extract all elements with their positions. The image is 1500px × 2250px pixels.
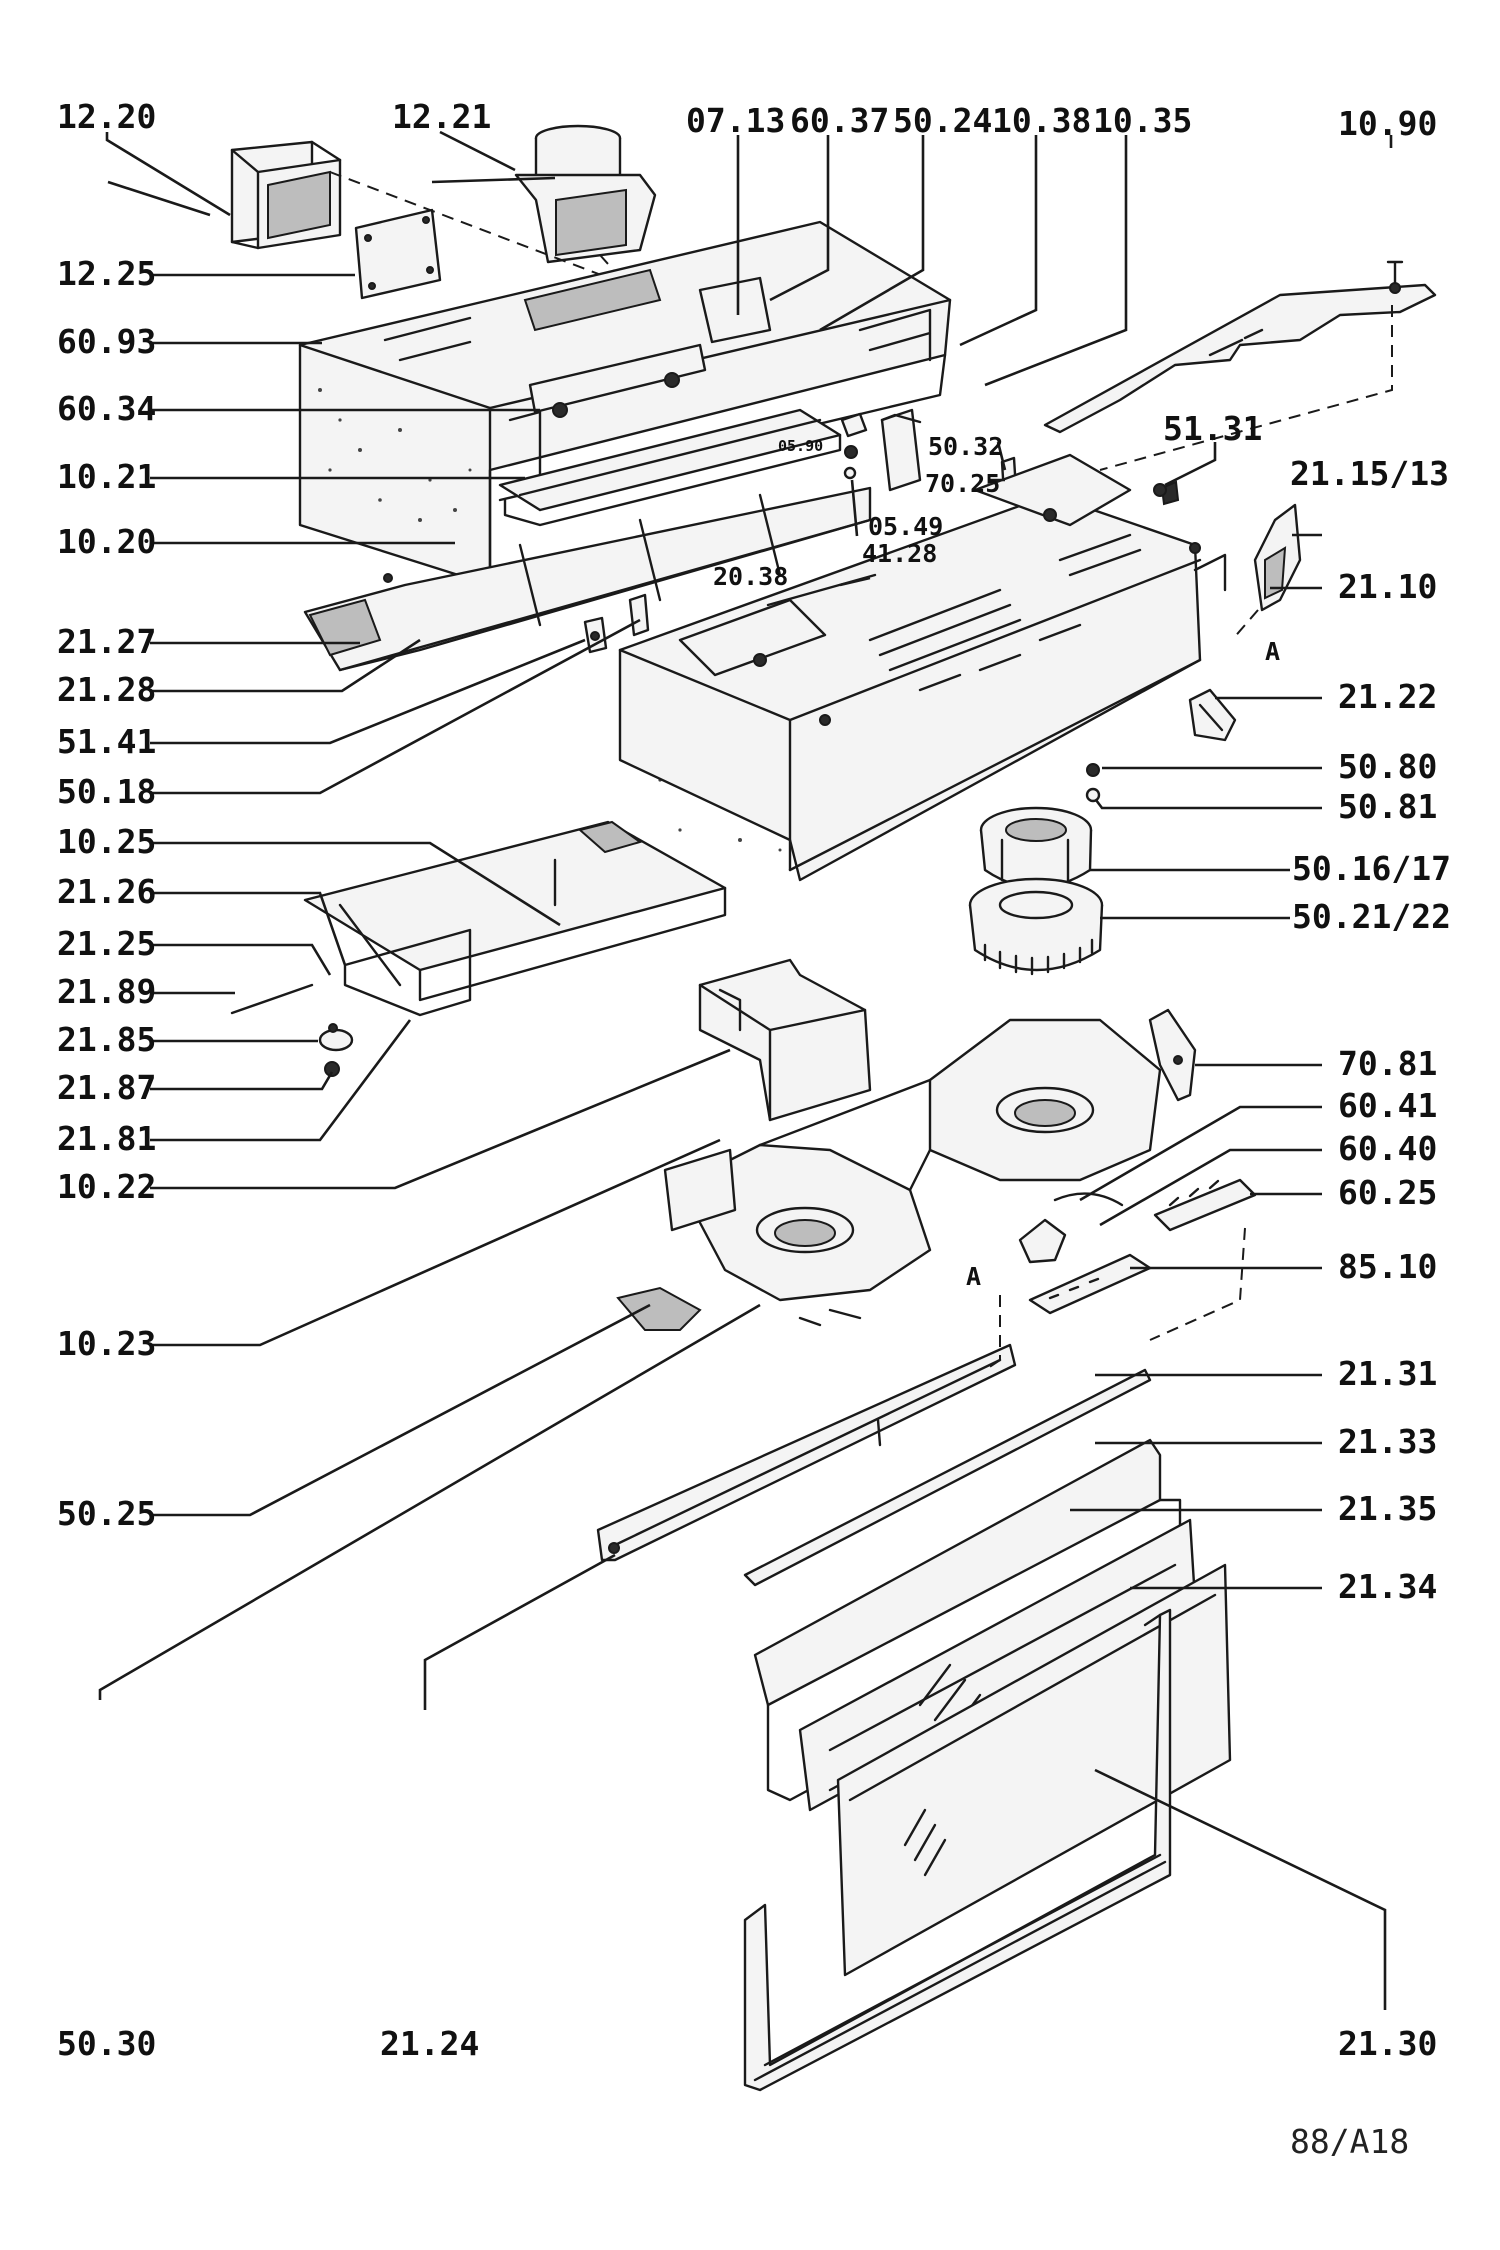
callout-60-25: 60.25: [1338, 1173, 1437, 1212]
bottom-frame-drawing: [743, 1608, 1172, 2092]
filter-frame-drawing: [498, 408, 842, 527]
callout-50-24: 50.24: [893, 101, 992, 140]
nut-drawing: [1153, 483, 1167, 497]
callout-60-34: 60.34: [57, 389, 156, 428]
callout-07-13: 07.13: [686, 101, 785, 140]
callout-10-38: 10.38: [992, 101, 1091, 140]
filter-cover-drawing: [303, 820, 727, 1017]
part-drawings: [230, 124, 1437, 2092]
callout-21-33: 21.33: [1338, 1422, 1437, 1461]
callout-60-37: 60.37: [790, 101, 889, 140]
callout-12-21: 12.21: [392, 97, 491, 136]
duct-adapter-top-drawing: [514, 124, 657, 264]
callout-21-89: 21.89: [57, 972, 156, 1011]
callout-21-27: 21.27: [57, 622, 156, 661]
callout-21-31: 21.31: [1338, 1354, 1437, 1393]
callout-51-31: 51.31: [1163, 409, 1262, 448]
glass-frames-drawing: [743, 1368, 1232, 1977]
callout-50-25: 50.25: [57, 1494, 156, 1533]
callout-21-85: 21.85: [57, 1020, 156, 1059]
switches-drawing: [583, 593, 650, 654]
guide-dash-a: [984, 1295, 1001, 1371]
upper-housing-drawing: [298, 220, 952, 587]
callout-21-87: 21.87: [57, 1068, 156, 1107]
callout-10-22: 10.22: [57, 1167, 156, 1206]
callout-50-81: 50.81: [1338, 787, 1437, 826]
callout-60-41: 60.41: [1338, 1086, 1437, 1125]
callout-60-93: 60.93: [57, 322, 156, 361]
callout-05-90: 05.90: [778, 437, 823, 455]
callout-12-20: 12.20: [57, 97, 156, 136]
callout-60-40: 60.40: [1338, 1129, 1437, 1168]
callout-labels: 12.20 12.21 07.13 60.37 50.24 10.38 10.3…: [57, 97, 1451, 2161]
callout-21-30: 21.30: [1338, 2024, 1437, 2063]
callout-50-30: 50.30: [57, 2024, 156, 2063]
callout-10-90: 10.90: [1338, 104, 1437, 143]
air-duct-drawing: [698, 958, 872, 1122]
callout-10-21: 10.21: [57, 457, 156, 496]
front-rail-drawing: [596, 1343, 1017, 1562]
grease-filter-tray-drawing: [303, 486, 872, 672]
fan-housing-drawing: [663, 1018, 1162, 1327]
side-bracket-drawing: [1253, 503, 1302, 612]
fan-wheel-drawing: [968, 877, 1104, 976]
leader-lines: [98, 130, 1393, 2010]
callout-21-22: 21.22: [1338, 677, 1437, 716]
callout-50-80: 50.80: [1338, 747, 1437, 786]
main-casing-drawing: [618, 453, 1227, 882]
motor-drawing: [979, 806, 1093, 889]
callout-50-18: 50.18: [57, 772, 156, 811]
control-parts-drawing: [1018, 1178, 1257, 1264]
callout-50-21-22: 50.21/22: [1292, 897, 1451, 936]
guide-dash-bracket: [1231, 609, 1259, 641]
callout-51-41: 51.41: [57, 722, 156, 761]
capacitor-drawing: [880, 408, 922, 492]
callout-85-10: 85.10: [1338, 1247, 1437, 1286]
callout-10-20: 10.20: [57, 522, 156, 561]
callout-21-26: 21.26: [57, 872, 156, 911]
callout-21-15-13: 21.15/13: [1290, 454, 1449, 493]
callout-20-38: 20.38: [713, 562, 788, 591]
duct-collar-left-drawing: [230, 140, 342, 250]
guide-dash-control: [1149, 1227, 1246, 1341]
section-marker-a-lower: A: [966, 1262, 981, 1291]
grille-drawing: [616, 1286, 702, 1331]
control-panel-drawing: [1028, 1253, 1152, 1315]
callout-10-23: 10.23: [57, 1324, 156, 1363]
mounting-rail-drawing: [1043, 260, 1437, 434]
clip-drawing: [1188, 688, 1237, 742]
washer-drawing-2: [1085, 787, 1101, 803]
callout-21-81: 21.81: [57, 1119, 156, 1158]
cover-plate-drawing: [354, 208, 442, 300]
callout-21-34: 21.34: [1338, 1567, 1437, 1606]
callout-21-24: 21.24: [380, 2024, 479, 2063]
callout-70-81: 70.81: [1338, 1044, 1437, 1083]
callout-70-25: 70.25: [925, 469, 1000, 498]
guide-dash-duct: [329, 171, 681, 306]
callout-21-28: 21.28: [57, 670, 156, 709]
washer-drawing-1: [1086, 763, 1100, 777]
callout-10-25: 10.25: [57, 822, 156, 861]
filter-latch-drawing: [230, 983, 354, 1077]
callout-21-35: 21.35: [1338, 1489, 1437, 1528]
callout-05-49: 05.49: [868, 512, 943, 541]
callout-12-25: 12.25: [57, 254, 156, 293]
document-code: 88/A18: [1290, 2122, 1409, 2161]
callout-10-35: 10.35: [1093, 101, 1192, 140]
section-marker-a-upper: A: [1265, 637, 1280, 666]
callout-21-25: 21.25: [57, 924, 156, 963]
callout-50-16-17: 50.16/17: [1292, 849, 1451, 888]
guide-dash-rail: [1099, 305, 1393, 471]
callout-50-32: 50.32: [928, 432, 1003, 461]
micro-switch-drawing: [1148, 1008, 1197, 1102]
callout-21-10: 21.10: [1338, 567, 1437, 606]
callout-41-28: 41.28: [862, 539, 937, 568]
